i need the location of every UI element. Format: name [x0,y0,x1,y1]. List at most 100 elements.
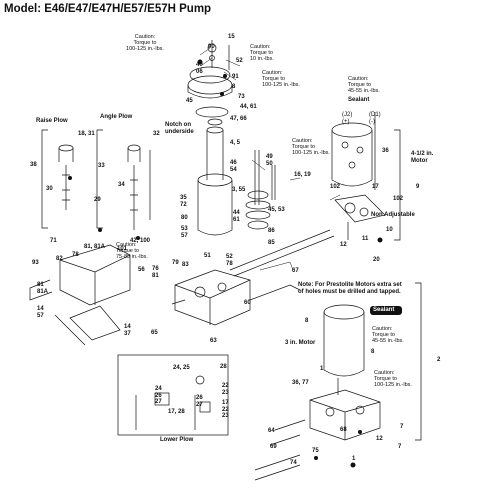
reservoir-tube [197,118,233,236]
motor-4-5-inch [331,112,376,190]
part-85: 85 [268,240,275,246]
part-82: 82 [56,256,63,262]
angle-plow-label: Angle Plow [100,114,133,120]
part-52: 52 [236,58,243,64]
lower-pump-block [254,389,381,481]
part-44-61: 44, 61 [240,104,257,110]
part-12: 12 [340,242,347,248]
bracket-motor-3 [415,282,422,441]
caution-valve: Caution: Torque to 75-85 in.-lbs. [116,242,148,260]
part-93: 93 [32,260,39,266]
part-7: 7 [400,424,404,430]
part-67: 67 [292,268,299,274]
motor-3-label: 3 in. Motor [285,340,316,346]
part-102: 102 [330,184,341,190]
caution-top-right: Caution: Torque to 10 in.-lbs. [250,44,274,62]
part-15: 15 [228,34,235,40]
left-manifold [29,244,131,346]
part-17-28: 17, 28 [168,409,185,415]
part-46-54: 46 54 [230,160,237,173]
part-14-37: 14 37 [124,324,131,337]
part-34: 34 [118,182,125,188]
caution-bottom: Caution: Torque to 100-125 in.-lbs. [374,370,412,388]
diagram-title: Model: E46/E47/E47H/E57/E57H Pump [4,3,212,15]
motor-45-label: 4-1/2 in. Motor [411,151,434,164]
part-75: 75 [312,448,319,454]
part-38: 38 [30,162,37,168]
part-71: 71 [50,238,57,244]
part-65: 65 [151,330,158,336]
part-44-61b: 44 61 [233,210,240,223]
part-20: 20 [373,257,380,263]
tube-rod [254,150,260,205]
note-prestolite: Note: For Prestolite Motors extra set of… [298,282,402,295]
part-3-55: 3, 55 [232,187,246,193]
part-8-motor: 8 [371,349,375,355]
part-35-72: 35 72 [180,195,187,208]
part-64: 64 [268,428,275,434]
part-26-27: 26 27 [196,395,203,408]
part-52-78: 52 78 [226,254,233,267]
main-valve-block [171,269,251,326]
part-24-26-27: 24 26 27 [155,386,162,405]
j2-plus-label: (J2) (+) [342,112,353,125]
part-86: 86 [268,228,275,234]
caution-motor-top: Caution: Torque to 45-55 in.-lbs. [348,76,380,94]
angle-plow-cartridge [127,144,151,230]
part-36-77: 36, 77 [292,380,309,386]
part-49-50: 49 50 [266,154,273,167]
part-51: 51 [204,253,211,259]
part-29: 29 [94,197,101,203]
part-68: 68 [340,427,347,433]
part-53-57: 53 57 [181,226,188,239]
lower-plow-label: Lower Plow [160,437,194,443]
part-78: 78 [72,252,79,258]
part-42-100: 42, 100 [130,238,151,244]
part-80: 80 [181,215,188,221]
caution-top-right-2: Caution: Torque to 100-125 in.-lbs. [262,70,300,88]
part-16-19: 16, 19 [294,172,311,178]
part-47-66: 47, 66 [230,116,247,122]
part-56: 56 [138,267,145,273]
raise-plow-label: Raise Plow [36,118,68,124]
part-11: 11 [362,236,369,242]
part-1b: 1 [352,456,356,462]
part-17: 17 [372,184,379,190]
part-1: 1 [320,366,324,372]
part-73: 73 [238,94,245,100]
part-8-3in: 8 [305,318,309,324]
part-10: 10 [386,227,393,233]
part-32: 32 [153,131,160,137]
part-63: 63 [210,338,217,344]
lower-plow-parts [135,375,211,430]
motor-3-inch [323,304,365,395]
caution-mid: Caution: Torque to 100-125 in.-lbs. [292,138,330,156]
notch-label: Notch on underside [165,122,194,135]
pump-base-right [334,194,386,240]
part-101: 101 [117,246,128,252]
sealant-badge: Sealant [373,307,395,313]
part-24-25: 24, 25 [173,365,190,371]
reservoir-cap-assembly [187,40,233,118]
part-22-23: 22 23 [222,383,229,396]
caution-motor-bottom: Caution: Torque to 45-55 in.-lbs. [372,326,404,344]
part-81-81a: 81, 81A [84,244,106,250]
bracket-motor-45 [394,129,401,241]
raise-plow-cartridge [58,144,74,210]
part-12b: 12 [376,436,383,442]
part-8: 8 [232,84,236,90]
transfer-tube [229,229,335,277]
non-adjustable-label: Non Adjustable [371,212,415,218]
part-14-57: 14 57 [37,306,44,319]
part-4-5: 4, 5 [230,140,241,146]
part-74: 74 [290,460,297,466]
part-83: 83 [182,262,189,268]
part-102b: 102 [393,196,404,202]
part-69: 69 [270,444,277,450]
part-30: 30 [46,186,53,192]
part-90: 90 [208,44,215,50]
bracket-angle-plow [96,129,103,229]
